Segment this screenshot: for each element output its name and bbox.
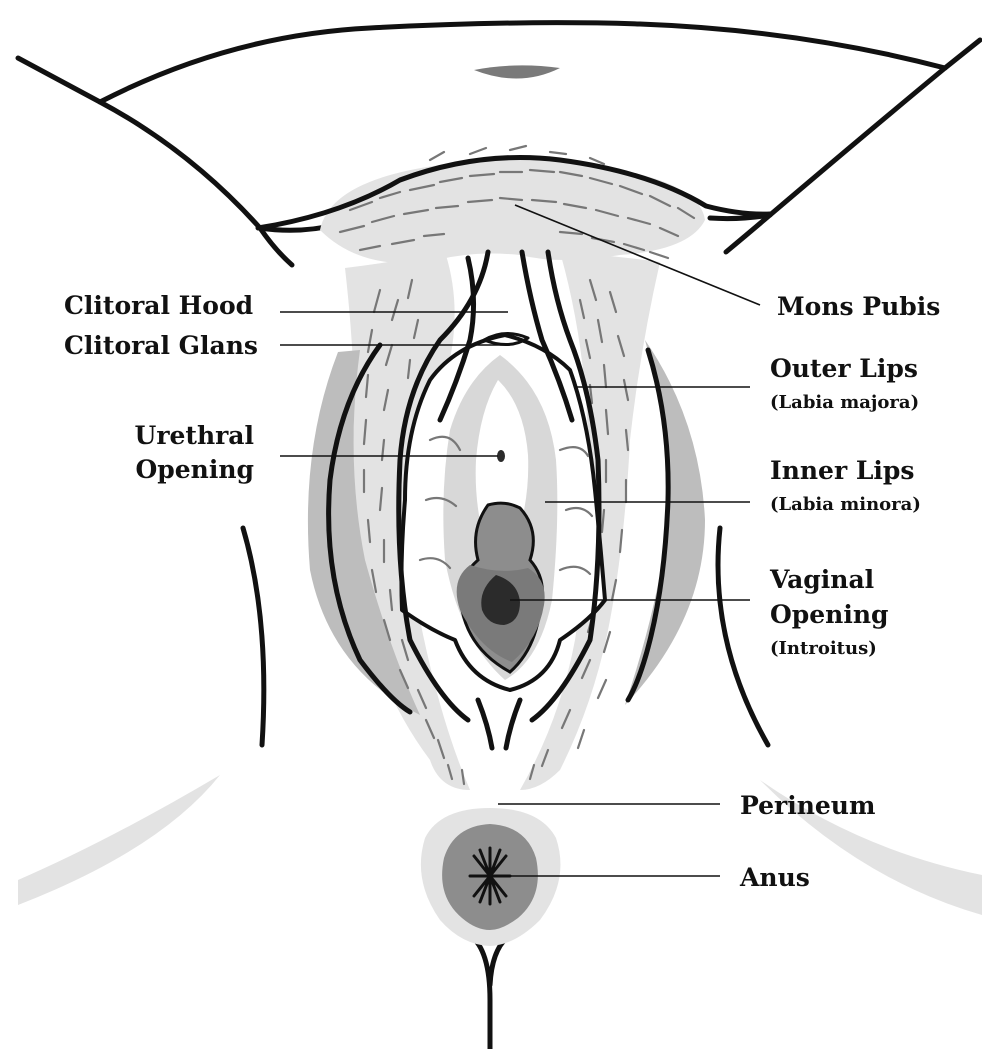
label-outer-lips: Outer Lips: [770, 354, 918, 383]
label-inner-lips-sub: (Labia minora): [770, 494, 921, 515]
anus-region: [421, 808, 561, 946]
urethral-opening-dot: [497, 450, 505, 462]
right-thigh-line: [718, 528, 768, 745]
label-outer-lips-sub: (Labia majora): [770, 392, 919, 413]
mons-shade: [320, 159, 705, 264]
navel-shape: [474, 65, 560, 78]
left-hip-crease: [260, 228, 292, 265]
label-perineum: Perineum: [740, 791, 875, 820]
label-urethral-opening-line1: Urethral: [135, 421, 254, 450]
label-clitoral-hood: Clitoral Hood: [64, 291, 253, 320]
label-clitoral-glans: Clitoral Glans: [64, 331, 258, 360]
label-inner-lips: Inner Lips: [770, 456, 914, 485]
label-vaginal-opening-line2: Opening: [770, 600, 889, 629]
label-anus: Anus: [739, 863, 810, 892]
label-urethral-opening-line2: Opening: [136, 455, 255, 484]
left-thigh-line: [243, 528, 264, 745]
label-vaginal-opening-line1: Vaginal: [769, 565, 874, 594]
waist-line: [18, 23, 980, 102]
fourchette: [478, 700, 520, 748]
label-vaginal-opening-sub: (Introitus): [770, 638, 877, 659]
left-thigh-shade: [18, 775, 220, 905]
gluteal-cleft: [470, 935, 510, 1049]
label-mons-pubis: Mons Pubis: [777, 292, 940, 321]
